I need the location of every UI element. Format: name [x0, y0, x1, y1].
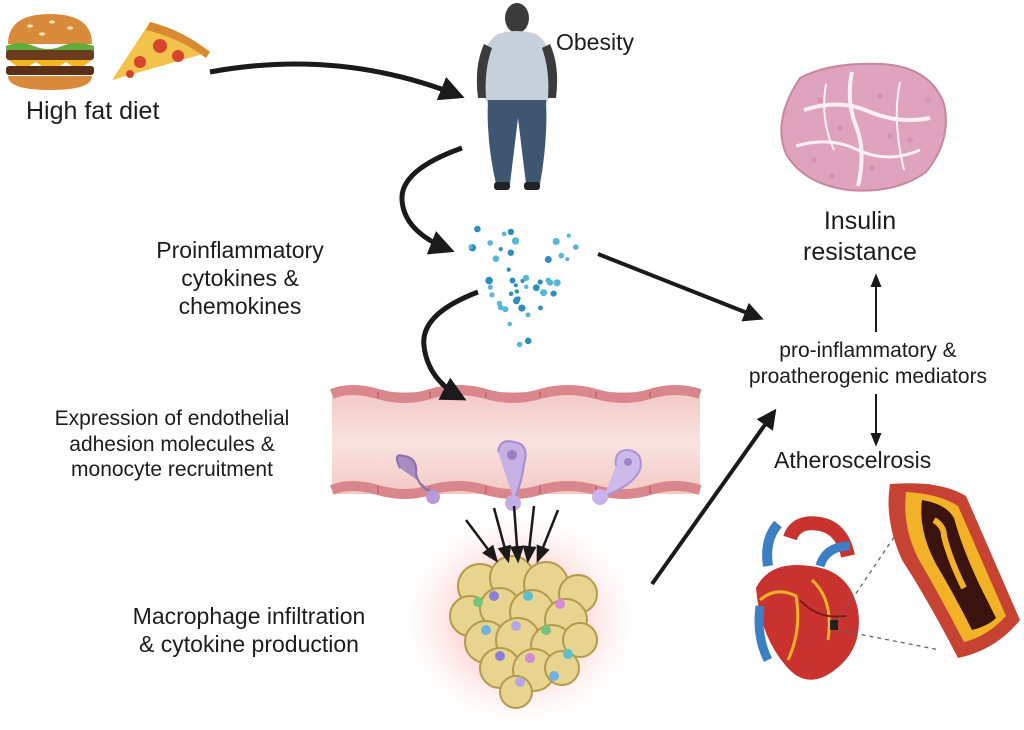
cytokine-particle — [553, 279, 561, 287]
label-line: Proinflammatory — [156, 237, 324, 263]
cytokine-particle — [468, 244, 473, 249]
label-line: Macrophage infiltration — [132, 603, 366, 629]
macrophage-cell — [481, 625, 491, 635]
label-proinflammatory-cytokines: Proinflammatory cytokines & chemokines — [124, 236, 356, 320]
obese-person-icon — [476, 3, 558, 190]
muscle-tissue-icon — [780, 62, 947, 192]
cytokine-particle — [544, 256, 552, 263]
arrow-obesity-to-cytokines — [399, 145, 463, 255]
macrophage-cell — [563, 649, 573, 659]
cytokine-particle — [558, 252, 565, 259]
label-line: resistance — [803, 237, 917, 266]
cytokine-particle — [518, 304, 526, 312]
monocyte-cell — [395, 454, 440, 504]
macrophage-cell — [489, 591, 499, 601]
label-line: monocyte recruitment — [71, 458, 273, 482]
cytokine-particle — [573, 244, 579, 250]
pizza-slice-icon — [112, 22, 210, 80]
cytokine-particle — [538, 305, 543, 311]
cytokine-particle — [513, 283, 518, 288]
label-mediators: pro-inflammatory & proatherogenic mediat… — [718, 338, 1018, 389]
cytokine-particle — [514, 289, 519, 294]
cytokine-particle — [525, 312, 531, 318]
cytokine-particle — [501, 231, 507, 237]
cytokine-particle — [509, 277, 516, 284]
arrow-macrophage-to-mediators — [650, 408, 777, 586]
monocyte-cell — [592, 448, 642, 505]
cytokine-particle — [516, 341, 523, 348]
cytokine-particle — [492, 255, 500, 262]
cytokine-particle — [508, 291, 514, 297]
label-line: Expression of endothelial — [54, 407, 290, 430]
macrophage-cell — [541, 625, 551, 635]
cytokine-particle — [487, 284, 493, 290]
cytokine-particle — [537, 279, 543, 285]
blood-vessel-icon — [329, 385, 702, 511]
macrophage-cell — [515, 677, 525, 687]
macrophage-cell — [473, 597, 483, 607]
cytokine-particle — [532, 284, 540, 292]
cytokine-particle — [524, 284, 529, 289]
label-atherosclerosis: Atheroscelrosis — [774, 447, 932, 473]
cytokine-particle — [540, 289, 548, 297]
label-macrophage-infiltration: Macrophage infiltration & cytokine produ… — [104, 602, 394, 658]
arrow-diet-to-obesity — [209, 61, 465, 101]
cytokine-particle — [506, 267, 511, 272]
adipocyte — [544, 650, 580, 686]
cytokine-particle — [522, 274, 530, 282]
label-line: proatherogenic mediators — [748, 364, 988, 388]
label-high-fat-diet: High fat diet — [26, 97, 160, 125]
cytokine-particle — [496, 300, 503, 307]
cytokine-particle — [507, 249, 514, 256]
cytokine-particle — [474, 225, 481, 233]
cytokine-particle — [485, 276, 493, 285]
cytokine-particle — [498, 247, 503, 252]
macrophage-cell — [523, 591, 533, 601]
cytokine-particle — [507, 321, 512, 327]
macrophage-cell — [555, 599, 565, 609]
cytokine-particle — [489, 292, 495, 298]
label-line: cytokines & — [181, 265, 299, 292]
label-obesity: Obesity — [556, 29, 634, 55]
cytokine-particle — [566, 233, 571, 238]
burger-icon — [6, 14, 94, 90]
arrows-monocytes-to-adipose — [465, 505, 560, 564]
heart-icon — [754, 483, 941, 680]
macrophage-cell — [495, 651, 505, 661]
cytokine-particle — [524, 337, 532, 345]
cytokine-particle — [565, 257, 570, 262]
cytokine-particle — [552, 237, 560, 246]
label-insulin-resistance: Insulin resistance — [760, 206, 960, 267]
adipocyte — [562, 622, 598, 658]
label-line: adhesion molecules & — [69, 432, 275, 456]
cytokine-particle — [487, 240, 494, 246]
cytokine-particles-icon — [468, 225, 579, 348]
macrophage-cell — [511, 621, 521, 631]
arrow-cytokines-to-vessel — [421, 289, 479, 401]
label-line: & cytokine production — [139, 631, 359, 658]
label-line: Insulin — [823, 207, 897, 235]
label-endothelial-expression: Expression of endothelial adhesion molec… — [22, 406, 322, 483]
macrophage-cell — [549, 671, 559, 681]
arrow-cytokines-to-mediators — [597, 252, 764, 322]
cytokine-particle — [507, 228, 515, 236]
plaque-artery-icon — [888, 483, 1020, 658]
cytokine-particle — [516, 296, 521, 301]
label-line: chemokines — [178, 293, 302, 320]
cytokine-particle — [550, 290, 557, 297]
cytokine-particle — [547, 279, 554, 286]
adipose-tissue-icon — [400, 512, 640, 728]
monocyte-cell — [497, 440, 527, 511]
label-line: pro-inflammatory & — [779, 339, 957, 362]
cytokine-particle — [502, 306, 509, 313]
macrophage-cell — [525, 653, 535, 663]
cytokine-particle — [511, 237, 520, 245]
